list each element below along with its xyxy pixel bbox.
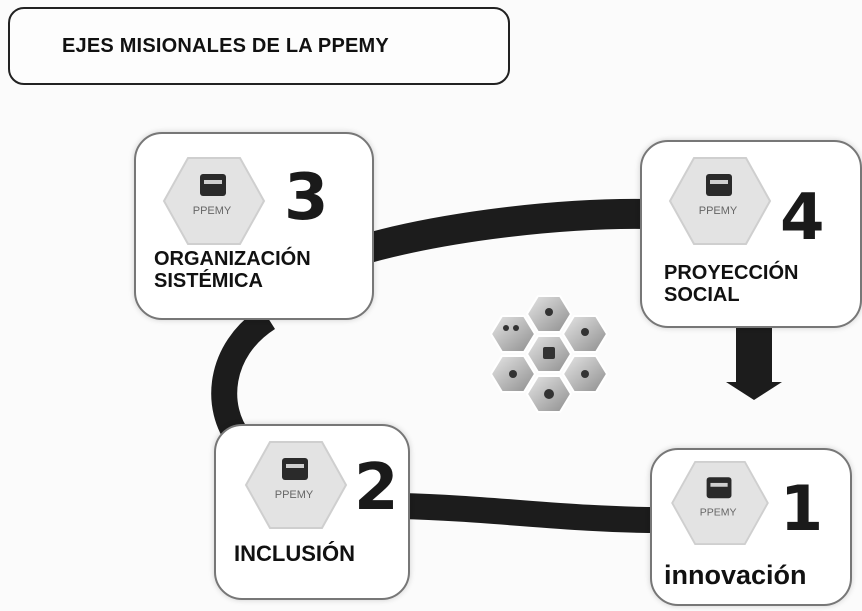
axis-number: 3	[284, 161, 329, 235]
flow-arrow-down	[726, 318, 782, 400]
axis-label: ORGANIZACIÓN SISTÉMICA	[154, 248, 311, 293]
hexagon-cluster-icon	[489, 295, 609, 413]
axis-label: innovación	[664, 560, 807, 590]
axis-number: 1	[780, 472, 824, 545]
axis-card-1: PPEMY 1 innovación	[650, 448, 852, 606]
axis-number: 2	[354, 451, 399, 525]
logo-text: PPEMY	[699, 205, 738, 217]
axis-label-line1: PROYECCIÓN	[664, 262, 799, 284]
logo-text: PPEMY	[700, 506, 737, 518]
axis-label: INCLUSIÓN	[234, 541, 355, 567]
axis-label-line2: SISTÉMICA	[154, 270, 263, 293]
ppemy-logo-icon: PPEMY	[671, 460, 769, 546]
hex-upper-left	[489, 315, 537, 353]
axis-card-2: PPEMY 2 INCLUSIÓN	[214, 424, 410, 600]
axis-label-line2: SOCIAL	[664, 284, 740, 307]
logo-text: PPEMY	[275, 489, 314, 501]
axis-card-3: PPEMY 3 ORGANIZACIÓN SISTÉMICA	[134, 132, 374, 320]
ppemy-logo-icon: PPEMY	[162, 157, 266, 245]
ppemy-logo-icon: PPEMY	[668, 157, 772, 245]
axis-card-4: PPEMY 4 PROYECCIÓN SOCIAL	[640, 140, 862, 328]
ppemy-logo-icon: PPEMY	[244, 441, 348, 529]
title-box: EJES MISIONALES DE LA PPEMY	[8, 7, 510, 85]
flow-band-top	[324, 198, 651, 275]
axis-label-line1: ORGANIZACIÓN	[154, 248, 311, 270]
axis-number: 4	[780, 181, 825, 255]
axis-label: PROYECCIÓN SOCIAL	[664, 262, 798, 307]
axis-label-line1: innovación	[664, 560, 807, 590]
flow-band-bottom	[399, 493, 661, 533]
page-title: EJES MISIONALES DE LA PPEMY	[62, 35, 389, 57]
flow-band-left	[211, 307, 276, 449]
axis-label-line1: INCLUSIÓN	[234, 541, 355, 566]
logo-text: PPEMY	[193, 205, 232, 217]
